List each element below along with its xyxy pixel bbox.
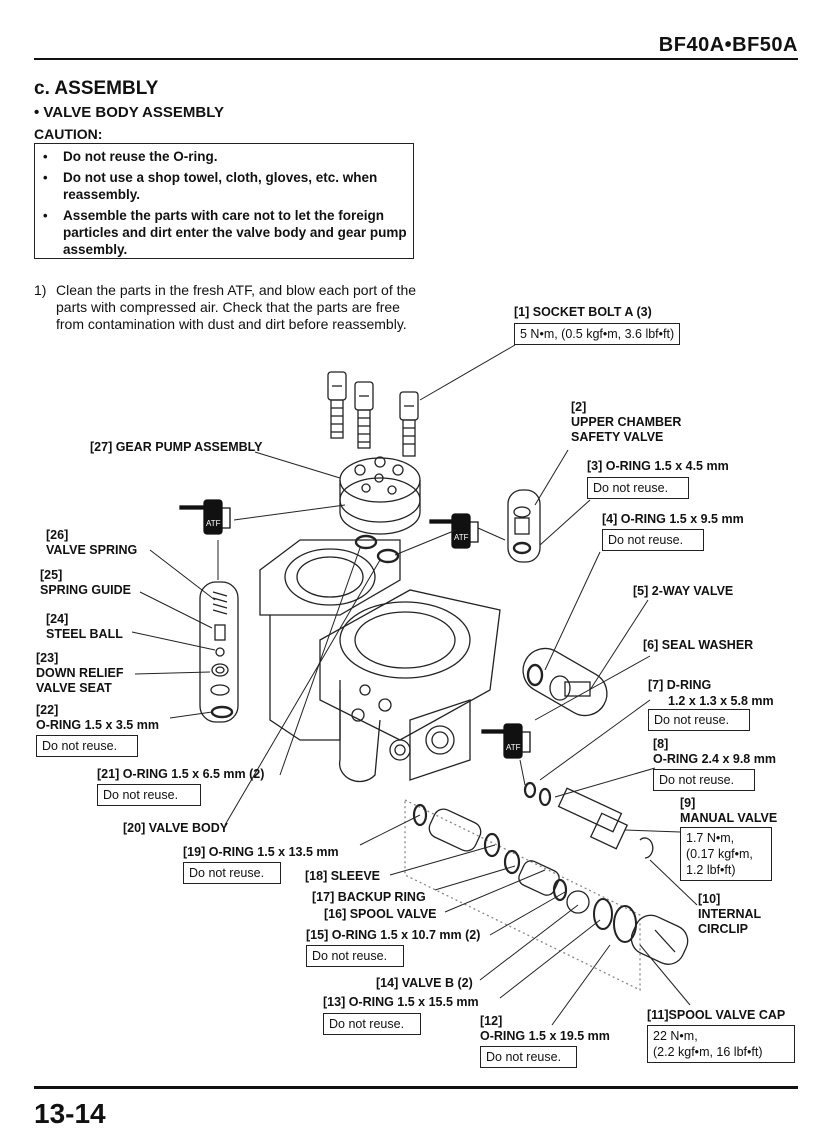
socket-bolt: [327, 371, 347, 439]
valve-body: [259, 539, 501, 783]
step-number: 1): [34, 282, 47, 298]
page-number: 13-14: [34, 1098, 106, 1129]
step-1: 1) Clean the parts in the fresh ATF, and…: [34, 282, 424, 333]
spec-line: (2.2 kgf•m, 16 lbf•ft): [653, 1045, 763, 1059]
two-way-valve: [522, 647, 608, 717]
callout-number: [26]: [46, 528, 69, 542]
note-do-not-reuse: Do not reuse.: [653, 769, 755, 791]
callout-o-ring-12: O-RING 1.5 x 19.5 mm: [480, 1029, 610, 1043]
callout-number: [10]: [698, 892, 721, 906]
callout-2-way-valve: [5] 2-WAY VALVE: [633, 584, 734, 598]
caution-text: Do not reuse the O-ring.: [63, 149, 218, 164]
callout-number: [9]: [680, 796, 696, 810]
callout-valve-b: [14] VALVE B (2): [376, 976, 473, 990]
bullet: •: [43, 208, 48, 223]
footer-rule: [34, 1086, 798, 1089]
callout-down-relief: DOWN RELIEF: [36, 666, 124, 680]
note-do-not-reuse: Do not reuse.: [587, 477, 689, 499]
atf-can: [429, 513, 479, 549]
caution-label: CAUTION:: [34, 126, 103, 142]
o-ring: [376, 548, 400, 564]
callout-upper-chamber: UPPER CHAMBER: [571, 415, 682, 429]
note-do-not-reuse: Do not reuse.: [97, 784, 201, 806]
callout-number: [25]: [40, 568, 63, 582]
callout-o-ring-8: O-RING 2.4 x 9.8 mm: [653, 752, 776, 766]
step-text: Clean the parts in the fresh ATF, and bl…: [56, 282, 417, 332]
callout-sleeve: [18] SLEEVE: [305, 869, 381, 883]
spec-line: 1.2 lbf•ft): [686, 863, 736, 877]
callout-spool-valve: [16] SPOOL VALVE: [324, 907, 437, 921]
atf-can: [179, 499, 231, 535]
atf-text: ATF: [454, 533, 469, 542]
callout-manual-valve: MANUAL VALVE: [680, 811, 778, 825]
callout-o-ring-4: [4] O-RING 1.5 x 9.5 mm: [602, 512, 744, 526]
callout-number: [22]: [36, 703, 59, 717]
spool-valve-assembly: [404, 798, 689, 992]
callout-safety-valve: SAFETY VALVE: [571, 430, 664, 444]
callout-valve-seat: VALVE SEAT: [36, 681, 112, 695]
safety-valve: [507, 489, 541, 563]
callout-spool-valve-cap: [11]SPOOL VALVE CAP: [647, 1008, 786, 1022]
caution-item: • Do not use a shop towel, cloth, gloves,…: [41, 169, 407, 203]
caution-item: • Do not reuse the O-ring.: [41, 148, 407, 165]
torque-spec-socket-bolt: 5 N•m, (0.5 kgf•m, 3.6 lbf•ft): [514, 323, 681, 345]
callout-seal-washer: [6] SEAL WASHER: [643, 638, 754, 652]
callout-o-ring-13: [13] O-RING 1.5 x 15.5 mm: [323, 995, 479, 1009]
callout-d-ring-size: 1.2 x 1.3 x 5.8 mm: [668, 694, 774, 708]
spec-line: 22 N•m,: [653, 1029, 698, 1043]
bullet: •: [43, 170, 48, 185]
caution-box: • Do not reuse the O-ring. • Do not use a …: [34, 143, 414, 259]
atf-text: ATF: [206, 519, 221, 528]
callout-valve-spring: VALVE SPRING: [46, 543, 138, 557]
gear-pump-assembly: [339, 456, 421, 535]
spec-line: (0.17 kgf•m,: [686, 847, 753, 861]
note-do-not-reuse: Do not reuse.: [602, 529, 704, 551]
callout-circlip: CIRCLIP: [698, 922, 748, 936]
callout-d-ring: [7] D-RING: [648, 678, 712, 692]
section-title: c. ASSEMBLY: [34, 78, 159, 99]
model-header: BF40A•BF50A: [658, 34, 798, 56]
subsection-title: • VALVE BODY ASSEMBLY: [34, 104, 225, 121]
o-ring: [354, 534, 378, 550]
caution-text: Do not use a shop towel, cloth, gloves, …: [63, 170, 378, 202]
header-rule: [34, 58, 798, 60]
leader-lines: [131, 344, 698, 1026]
spec-line: 1.7 N•m,: [686, 831, 735, 845]
socket-bolt: [354, 381, 374, 449]
note-do-not-reuse: Do not reuse.: [648, 709, 750, 731]
callout-number: [12]: [480, 1014, 503, 1028]
bullet: •: [43, 149, 48, 164]
callout-o-ring-3: [3] O-RING 1.5 x 4.5 mm: [587, 459, 729, 473]
note-do-not-reuse: Do not reuse.: [323, 1013, 421, 1035]
note-do-not-reuse: Do not reuse.: [183, 862, 281, 884]
manual-valve-assembly: [523, 781, 654, 859]
torque-spec-spool-valve-cap: 22 N•m, (2.2 kgf•m, 16 lbf•ft): [647, 1025, 795, 1063]
note-do-not-reuse: Do not reuse.: [480, 1046, 577, 1068]
callout-o-ring-15: [15] O-RING 1.5 x 10.7 mm (2): [306, 928, 481, 942]
callout-o-ring-19: [19] O-RING 1.5 x 13.5 mm: [183, 845, 339, 859]
callout-socket-bolt-a: [1] SOCKET BOLT A (3): [514, 305, 652, 319]
callout-number: [8]: [653, 737, 669, 751]
caution-item: • Assemble the parts with care not to let…: [41, 207, 407, 258]
caution-text: Assemble the parts with care not to let …: [63, 208, 407, 257]
atf-text: ATF: [506, 743, 521, 752]
callout-o-ring-22: O-RING 1.5 x 3.5 mm: [36, 718, 159, 732]
callout-steel-ball: STEEL BALL: [46, 627, 123, 641]
callout-number: [24]: [46, 612, 69, 626]
torque-spec-manual-valve: 1.7 N•m, (0.17 kgf•m, 1.2 lbf•ft): [680, 827, 772, 881]
callout-internal: INTERNAL: [698, 907, 762, 921]
callout-o-ring-21: [21] O-RING 1.5 x 6.5 mm (2): [97, 767, 265, 781]
callout-gear-pump-assembly: [27] GEAR PUMP ASSEMBLY: [90, 440, 263, 454]
note-do-not-reuse: Do not reuse.: [36, 735, 138, 757]
relief-valve-stack: [199, 581, 239, 723]
callout-backup-ring: [17] BACKUP RING: [312, 890, 426, 904]
callout-valve-body: [20] VALVE BODY: [123, 821, 229, 835]
callout-number: [2]: [571, 400, 587, 414]
note-do-not-reuse: Do not reuse.: [306, 945, 404, 967]
socket-bolt: [399, 391, 419, 457]
callout-spring-guide: SPRING GUIDE: [40, 583, 131, 597]
callout-number: [23]: [36, 651, 59, 665]
atf-can: [481, 723, 531, 759]
